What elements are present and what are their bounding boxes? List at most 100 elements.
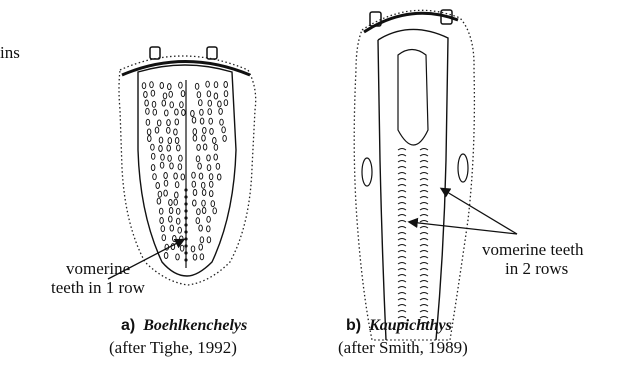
tooth-mark [178,164,182,170]
vomerine-tooth [398,257,406,259]
tooth-mark [168,84,172,90]
tooth-mark [193,200,197,206]
tooth-mark [193,254,197,260]
tooth-mark [223,135,227,141]
tooth-mark [200,254,204,260]
vomerine-tooth [398,149,406,151]
tooth-mark [167,120,171,126]
vomerine-tooth [398,221,406,223]
vomerine-tooth [420,293,428,295]
tooth-mark [219,108,223,114]
tooth-mark [202,200,206,206]
tooth-mark [175,138,179,144]
caption-a-title: a) Boehlkenchelys [121,316,247,336]
tooth-mark [217,174,221,180]
tooth-mark [159,208,163,214]
tooth-mark [164,190,168,196]
tooth-mark [174,173,178,179]
tooth-mark [167,127,171,133]
tooth-mark [162,100,166,106]
annotation-a-line2: teeth in 1 row [51,278,179,297]
tooth-mark [191,111,195,117]
tooth-mark [153,174,157,180]
tooth-mark [213,208,217,214]
tooth-mark [193,190,197,196]
tooth-mark [193,129,197,135]
tooth-mark [214,154,218,160]
vomerine-tooth [184,251,187,254]
tooth-mark [179,155,183,161]
caption-b-source: (after Smith, 1989) [338,338,468,358]
tooth-mark [214,82,218,88]
tooth-mark [199,244,203,250]
tooth-mark [160,83,164,89]
vomerine-tooth [398,305,406,307]
tooth-mark [206,81,210,87]
corner-text: ins [0,43,20,62]
tooth-mark [192,172,196,178]
caption-a-letter: a) [121,317,135,334]
tooth-mark [163,93,167,99]
vomerine-tooth [420,251,428,253]
tooth-mark [169,200,173,206]
vomerine-tooth [398,263,406,265]
tooth-mark [168,155,172,161]
tooth-mark [152,101,156,107]
vomerine-tooth [420,197,428,199]
tooth-mark [181,91,185,97]
tooth-mark [148,136,152,142]
tooth-mark [182,110,186,116]
vomerine-tooth [184,209,187,212]
tooth-mark [216,163,220,169]
vomerine-tooth [420,287,428,289]
vomerine-tooth [420,209,428,211]
tooth-mark [207,155,211,161]
tooth-mark [142,83,146,89]
tooth-mark [202,190,206,196]
vomerine-tooth [420,233,428,235]
vomerine-tooth [420,305,428,307]
tooth-mark [160,162,164,168]
tooth-mark [169,216,173,222]
tooth-mark [197,144,201,150]
vomerine-tooth [398,239,406,241]
tooth-mark [208,109,212,115]
vomerine-tooth [398,161,406,163]
vomerine-tooth [398,185,406,187]
tooth-mark [198,163,202,169]
tooth-mark [177,145,181,151]
tooth-mark [207,216,211,222]
vomerine-tooth [420,167,428,169]
vomerine-tooth [398,287,406,289]
tooth-mark [180,102,184,108]
tooth-mark [178,227,182,233]
tooth-mark [157,198,161,204]
tooth-mark [214,93,218,99]
tooth-mark [161,226,165,232]
vomerine-tooth [420,215,428,217]
tooth-mark [175,109,179,115]
tooth-mark [164,180,168,186]
tooth-mark [169,208,173,214]
tooth-mark [196,156,200,162]
tooth-mark [200,237,204,243]
tooth-mark [192,117,196,123]
tooth-mark [208,100,212,106]
boehlkenchelys-palate-drawing [119,47,256,285]
vomerine-tooth [398,179,406,181]
vomerine-tooth [398,293,406,295]
tooth-mark [207,237,211,243]
caption-a-genus: Boehlkenchelys [143,317,247,334]
tooth-mark [167,145,171,151]
vomerine-tooth [420,161,428,163]
tooth-mark [144,92,148,98]
tooth-mark [180,245,184,251]
tooth-mark [220,119,224,125]
vomerine-tooth [420,185,428,187]
tooth-mark [214,144,218,150]
tooth-mark [193,135,197,141]
tooth-mark [202,208,206,214]
tooth-mark [168,138,172,144]
vomerine-tooth [420,149,428,151]
